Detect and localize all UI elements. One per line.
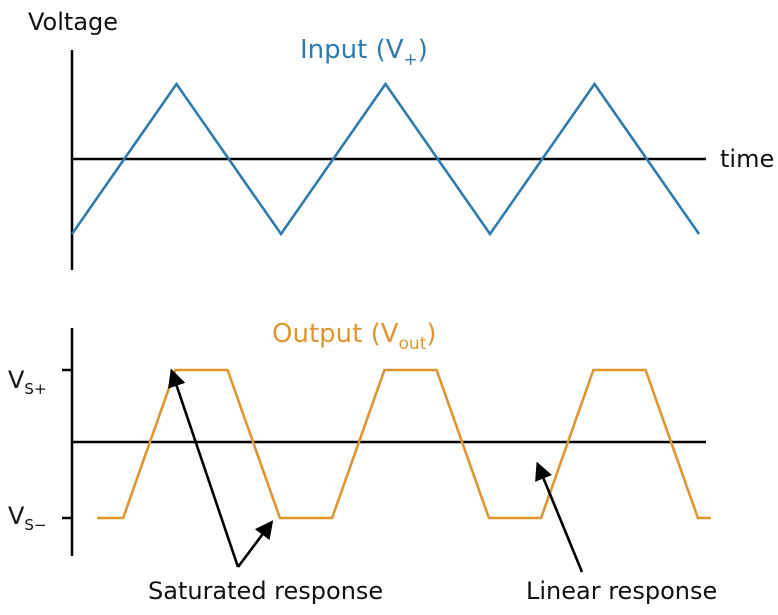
input-panel: Voltage time Input (V+) xyxy=(28,8,774,270)
vs-plus-main: V xyxy=(8,366,25,394)
x-axis-label: time xyxy=(720,145,774,173)
input-title-sub: + xyxy=(404,50,418,70)
saturated-arrow-bottom xyxy=(236,520,274,568)
vs-minus-sub: S− xyxy=(24,516,46,534)
linear-response-label: Linear response xyxy=(526,577,717,605)
vs-minus-label: VS− xyxy=(8,502,47,534)
vs-minus-main: V xyxy=(8,502,25,530)
vs-plus-label: VS+ xyxy=(8,366,47,398)
vs-plus-sub: S+ xyxy=(24,380,46,398)
input-triangle-wave xyxy=(70,81,701,237)
input-title: Input (V+) xyxy=(300,35,428,70)
output-title-end: ) xyxy=(426,319,436,349)
output-title-sub: out xyxy=(399,334,427,354)
saturated-response-label: Saturated response xyxy=(148,577,383,605)
output-clipped-wave xyxy=(97,368,711,520)
output-panel: VS+ VS− Output (Vout) Saturated response… xyxy=(8,319,717,605)
output-title: Output (Vout) xyxy=(272,319,437,354)
output-title-main: Output (V xyxy=(272,319,399,349)
input-title-main: Input (V xyxy=(300,35,404,65)
y-axis-label: Voltage xyxy=(28,8,118,36)
saturated-arrow-top xyxy=(168,368,240,568)
input-title-end: ) xyxy=(418,35,428,65)
linear-arrow xyxy=(535,461,584,573)
